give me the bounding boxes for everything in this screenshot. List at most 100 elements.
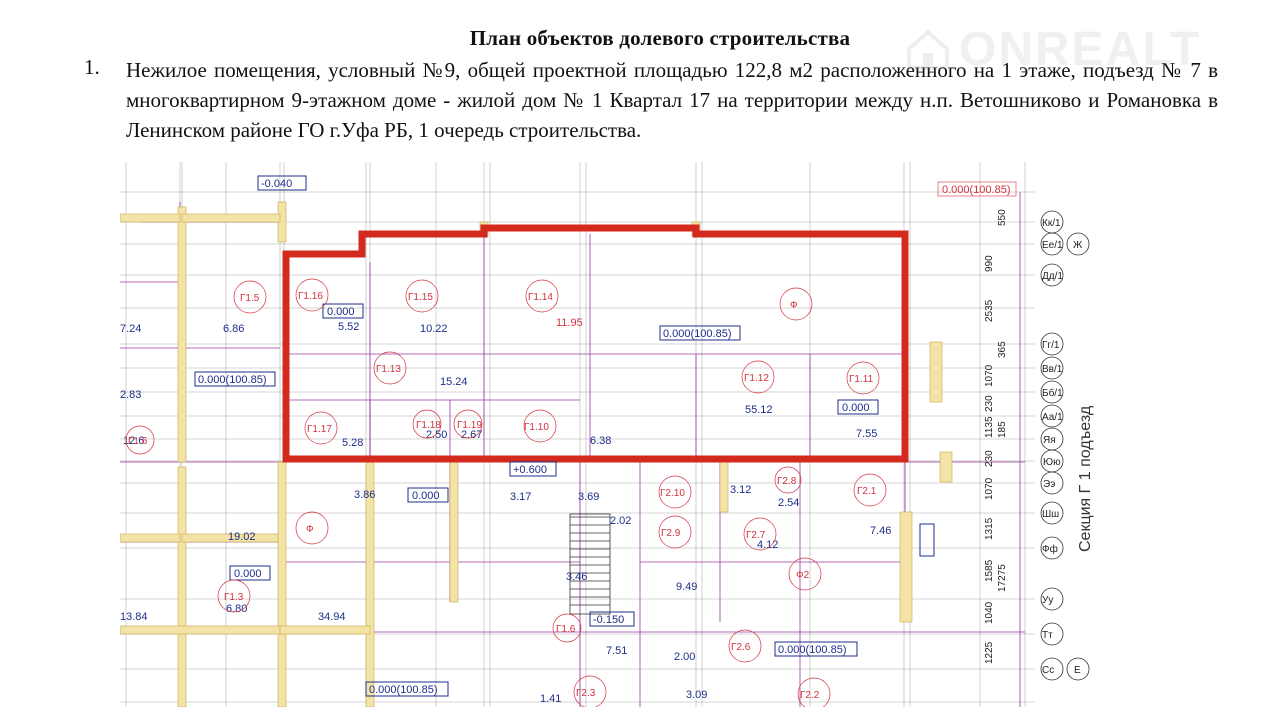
svg-text:Тт: Тт [1042,630,1053,641]
dimension-value: 1585 [984,559,995,582]
axis-marker: Уу [1040,587,1064,611]
svg-text:Г1.16: Г1.16 [298,291,323,302]
svg-text:0.000(100.85): 0.000(100.85) [663,328,732,340]
axis-marker: Вв/1 [1040,356,1064,380]
room-area: 13.84 [120,611,148,623]
room-tag: Г2.6 [728,629,762,663]
dimension-value: 990 [984,255,995,272]
dimension-value: 2535 [984,299,995,322]
room-area: 3.17 [510,491,531,503]
svg-text:Г1.3: Г1.3 [224,592,244,603]
svg-text:Г2.6: Г2.6 [731,642,751,653]
axis-marker: Дд/1 [1040,263,1064,287]
svg-text:Ее/1: Ее/1 [1042,240,1063,251]
item-description: Нежилое помещения, условный №9, общей пр… [126,58,1218,142]
axis-marker: Сс [1040,657,1064,681]
dimension-value: 230 [984,395,995,412]
dimension-value: 185 [997,421,1008,438]
svg-text:Г1.13: Г1.13 [376,364,401,375]
room-area: 6.80 [226,603,247,615]
room-area: 55.12 [745,404,773,416]
axis-marker: Юю [1040,449,1064,473]
room-area: 2.02 [610,515,631,527]
room-tag: Г1.6 [125,425,155,455]
svg-text:0.000: 0.000 [412,490,440,502]
room-area: 12.6 [123,435,144,447]
level-mark: 0.000(100.85) [937,181,1017,197]
item-number: 1. [84,55,100,79]
room-tag: Г1.12 [741,360,775,394]
room-area: 7.46 [870,525,891,537]
room-tag: Г1.16 [295,278,329,312]
svg-text:Ж: Ж [1073,240,1083,251]
room-area: 1.41 [540,693,561,705]
plan-grid-lines [120,162,1035,707]
level-mark [919,523,935,557]
dimension-value: 1070 [984,477,995,500]
floor-plan: -0.040 0.000(100.85) 0.000 0.000(100.85)… [120,162,1100,707]
svg-text:-0.150: -0.150 [593,614,624,626]
svg-text:0.000(100.85): 0.000(100.85) [369,684,438,696]
document-title: План объектов долевого строительства [469,26,851,50]
room-tag: Г2.9 [658,515,692,549]
svg-text:Ээ: Ээ [1043,479,1055,490]
room-area: 3.86 [354,489,375,501]
level-mark: +0.600 [509,461,557,477]
dimension-value: 1135 [984,416,995,438]
room-area: 2.50 [426,429,447,441]
room-area: 2.83 [120,389,141,401]
svg-text:Шш: Шш [1042,509,1059,520]
dimension-value: 1040 [984,601,995,624]
svg-text:Бб/1: Бб/1 [1042,387,1063,399]
axis-marker: Ее/1 [1040,232,1064,256]
axis-marker: Тт [1040,622,1064,646]
room-area: 4.12 [757,539,778,551]
section-label: Секция Г 1 подъезд [1077,405,1094,552]
dimension-value: 365 [997,341,1008,358]
room-tag: Г1.17 [304,411,338,445]
dimension-value: 550 [997,209,1008,226]
room-area: 7.24 [120,323,141,335]
level-mark: 0.000 [322,303,364,319]
svg-text:0.000: 0.000 [234,568,262,580]
svg-text:Г1.6: Г1.6 [556,624,576,635]
dimension-value: 1315 [984,517,995,540]
svg-text:-0.040: -0.040 [261,178,292,190]
svg-text:Ф: Ф [790,300,798,311]
room-tag: Г1.13 [373,351,407,385]
svg-text:Сс: Сс [1042,665,1054,676]
level-mark: 0.000(100.85) [659,325,741,341]
svg-text:0.000(100.85): 0.000(100.85) [778,644,847,656]
level-mark: 0.000(100.85) [365,681,449,697]
svg-text:Фф: Фф [1042,543,1058,555]
svg-text:Г1.11: Г1.11 [849,374,874,385]
svg-text:Юю: Юю [1043,457,1061,468]
room-area: 6.38 [590,435,611,447]
room-tag: Г1.14 [525,279,559,313]
room-tag: Ф [779,287,813,321]
axis-marker: Аа/1 [1040,404,1064,428]
room-area: 2.54 [778,497,799,509]
svg-text:Гг/1: Гг/1 [1042,340,1060,351]
svg-text:Уу: Уу [1042,595,1053,606]
svg-text:+0.600: +0.600 [513,464,547,476]
level-mark: 0.000(100.85) [194,371,276,387]
room-tag: Г1.11 [846,361,880,395]
room-area: 10.22 [420,323,448,335]
svg-text:Г2.8: Г2.8 [777,476,797,487]
room-area: 3.69 [578,491,599,503]
level-mark: -0.150 [589,611,635,627]
room-tag: Г2.1 [853,473,887,507]
room-area: 3.09 [686,689,707,701]
plan-wall-hatching [120,201,953,707]
svg-text:Дд/1: Дд/1 [1042,271,1063,282]
room-area: 9.49 [676,581,697,593]
room-area: 3.46 [566,571,587,583]
svg-text:Г1.14: Г1.14 [528,292,553,303]
axis-marker: Ээ [1040,471,1064,495]
svg-text:Г2.1: Г2.1 [857,486,877,497]
svg-text:Г2.10: Г2.10 [660,488,685,499]
room-area: 6.86 [223,323,244,335]
room-tag: Г1.5 [233,280,267,314]
room-tag: Г2.10 [658,475,692,509]
